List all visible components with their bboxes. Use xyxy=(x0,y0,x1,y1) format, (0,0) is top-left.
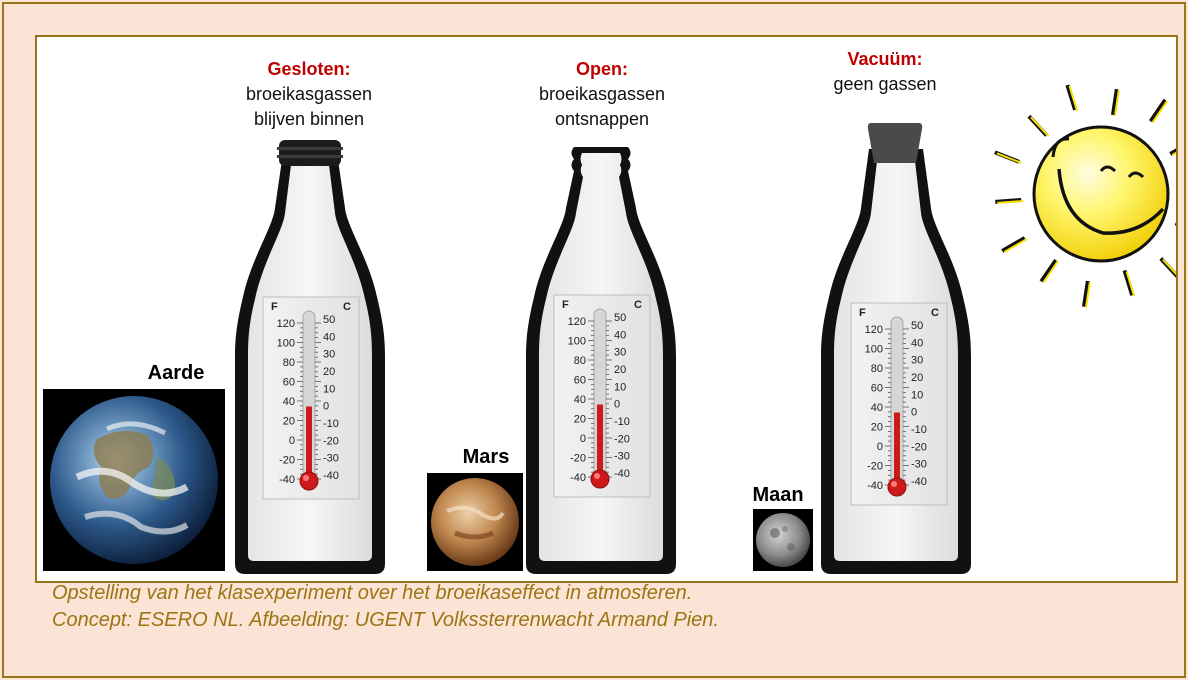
celsius-tick-label: 20 xyxy=(323,366,335,378)
fahrenheit-tick-label: 40 xyxy=(283,396,295,408)
celsius-tick-label: 30 xyxy=(614,347,626,359)
unit-celsius: C xyxy=(634,299,642,311)
fahrenheit-tick-label: 0 xyxy=(289,435,295,447)
mars-image xyxy=(427,473,523,571)
celsius-tick-label: 0 xyxy=(614,399,620,411)
cap-closed xyxy=(277,140,343,166)
label-earth: Aarde xyxy=(148,362,205,384)
fahrenheit-tick-label: 20 xyxy=(871,422,883,434)
celsius-tick-label: 0 xyxy=(911,407,917,419)
celsius-tick-label: -20 xyxy=(911,441,927,453)
unit-fahrenheit: F xyxy=(859,307,866,319)
title-closed: Gesloten: xyxy=(267,59,350,79)
celsius-tick-label: 20 xyxy=(911,372,923,384)
caption-line-1: Opstelling van het klasexperiment over h… xyxy=(52,582,692,605)
fahrenheit-tick-label: 80 xyxy=(283,357,295,369)
celsius-tick-label: 20 xyxy=(614,364,626,376)
celsius-tick-label: -10 xyxy=(911,424,927,436)
experiment-illustration: Gesloten: broeikasgassen blijven binnen … xyxy=(37,37,1178,583)
desc-closed-line1: broeikasgassen xyxy=(246,84,372,104)
fahrenheit-tick-label: 120 xyxy=(568,316,586,328)
fahrenheit-tick-label: -40 xyxy=(867,480,883,492)
stopper-vacuum xyxy=(868,123,922,163)
label-mars: Mars xyxy=(463,446,510,468)
desc-open-line1: broeikasgassen xyxy=(539,84,665,104)
fahrenheit-tick-label: 80 xyxy=(871,363,883,375)
fahrenheit-tick-label: 20 xyxy=(574,414,586,426)
fahrenheit-tick-label: 20 xyxy=(283,416,295,428)
fahrenheit-tick-label: 80 xyxy=(574,355,586,367)
celsius-tick-label: 50 xyxy=(911,320,923,332)
fahrenheit-tick-label: 100 xyxy=(568,336,586,348)
earth-image xyxy=(43,389,225,571)
smiling-sun-icon xyxy=(995,85,1178,308)
title-vacuum: Vacuüm: xyxy=(847,49,922,69)
celsius-tick-label: -10 xyxy=(323,418,339,430)
fahrenheit-tick-label: 40 xyxy=(871,402,883,414)
fahrenheit-tick-label: -40 xyxy=(570,472,586,484)
celsius-tick-label: -20 xyxy=(323,435,339,447)
celsius-tick-label: -10 xyxy=(614,416,630,428)
fahrenheit-tick-label: 60 xyxy=(871,383,883,395)
celsius-tick-label: -40 xyxy=(614,468,630,480)
illustration-panel: Gesloten: broeikasgassen blijven binnen … xyxy=(35,35,1178,583)
desc-open-line2: ontsnappen xyxy=(555,109,649,129)
celsius-tick-label: 10 xyxy=(911,389,923,401)
label-moon: Maan xyxy=(752,484,803,506)
fahrenheit-tick-label: 0 xyxy=(580,433,586,445)
celsius-tick-label: -40 xyxy=(323,470,339,482)
celsius-tick-label: 40 xyxy=(614,329,626,341)
fahrenheit-tick-label: -20 xyxy=(867,461,883,473)
unit-celsius: C xyxy=(343,301,351,313)
unit-fahrenheit: F xyxy=(562,299,569,311)
celsius-tick-label: 30 xyxy=(323,349,335,361)
celsius-tick-label: -30 xyxy=(911,459,927,471)
fahrenheit-tick-label: 40 xyxy=(574,394,586,406)
celsius-tick-label: 40 xyxy=(911,337,923,349)
fahrenheit-tick-label: 60 xyxy=(283,377,295,389)
celsius-tick-label: -30 xyxy=(323,453,339,465)
desc-closed-line2: blijven binnen xyxy=(254,109,364,129)
fahrenheit-tick-label: -20 xyxy=(570,453,586,465)
fahrenheit-tick-label: 60 xyxy=(574,375,586,387)
fahrenheit-tick-label: 100 xyxy=(277,338,295,350)
celsius-tick-label: -20 xyxy=(614,433,630,445)
celsius-tick-label: 50 xyxy=(323,314,335,326)
celsius-tick-label: 0 xyxy=(323,401,329,413)
unit-fahrenheit: F xyxy=(271,301,278,313)
title-open: Open: xyxy=(576,59,628,79)
fahrenheit-tick-label: -40 xyxy=(279,474,295,486)
desc-vacuum-line1: geen gassen xyxy=(833,74,936,94)
fahrenheit-tick-label: 120 xyxy=(277,318,295,330)
fahrenheit-tick-label: 120 xyxy=(865,324,883,336)
celsius-tick-label: 10 xyxy=(614,381,626,393)
fahrenheit-tick-label: 100 xyxy=(865,344,883,356)
celsius-tick-label: -30 xyxy=(614,451,630,463)
celsius-tick-label: 50 xyxy=(614,312,626,324)
fahrenheit-tick-label: -20 xyxy=(279,455,295,467)
unit-celsius: C xyxy=(931,307,939,319)
moon-image xyxy=(753,509,813,571)
fahrenheit-tick-label: 0 xyxy=(877,441,883,453)
celsius-tick-label: 30 xyxy=(911,355,923,367)
celsius-tick-label: 40 xyxy=(323,331,335,343)
celsius-tick-label: 10 xyxy=(323,383,335,395)
celsius-tick-label: -40 xyxy=(911,476,927,488)
caption-line-2: Concept: ESERO NL. Afbeelding: UGENT Vol… xyxy=(52,609,719,632)
